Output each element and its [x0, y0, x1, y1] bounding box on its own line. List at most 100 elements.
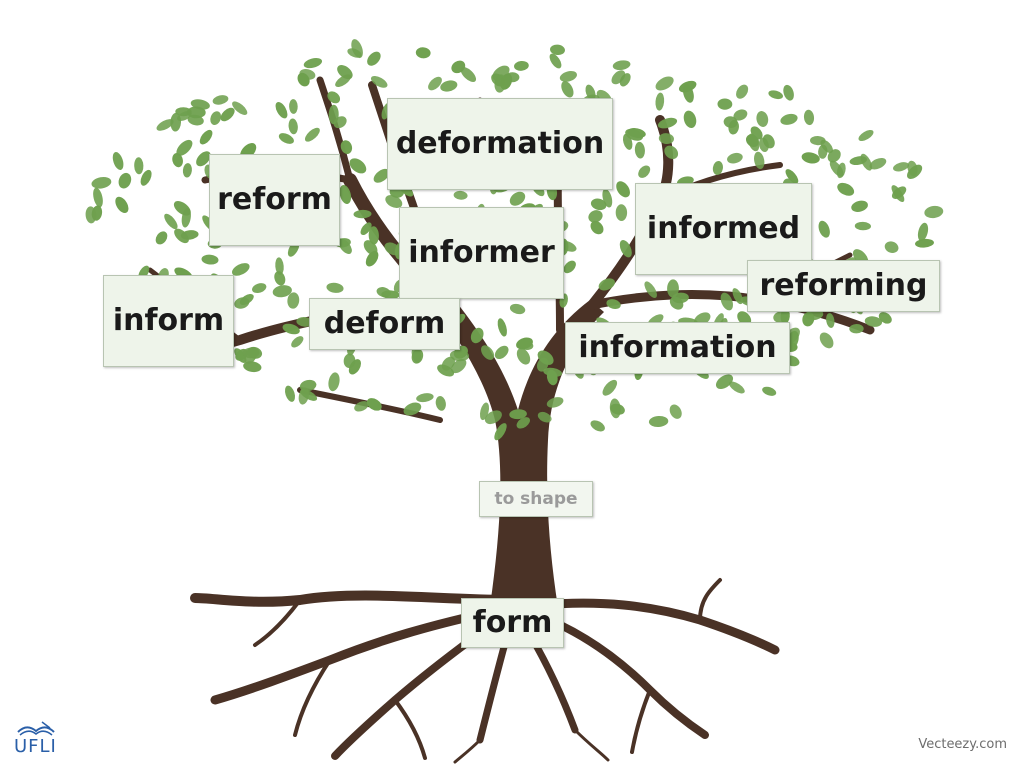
leaf	[368, 226, 379, 245]
leaf	[252, 283, 267, 294]
word-card-informer: informer	[399, 207, 564, 299]
logo-text: UFLI	[14, 736, 57, 757]
leaf	[655, 76, 674, 91]
leaf	[683, 110, 697, 129]
leaf	[453, 190, 468, 200]
leaf	[550, 44, 565, 56]
leaf	[627, 128, 646, 138]
leaf	[275, 102, 288, 119]
leaf	[658, 133, 674, 145]
leaf	[328, 104, 339, 125]
leaf	[836, 162, 846, 179]
leaf	[546, 369, 558, 386]
leaf	[272, 285, 292, 298]
leaf	[657, 117, 678, 129]
leaf	[878, 312, 892, 324]
leaf	[180, 230, 199, 240]
leaf	[85, 206, 97, 224]
leaf	[284, 385, 296, 402]
leaf	[282, 323, 300, 335]
leaf	[634, 141, 645, 159]
leaf	[727, 152, 743, 164]
leaf	[509, 191, 526, 206]
leaf	[559, 71, 577, 82]
leaf	[354, 401, 369, 412]
leaf	[416, 393, 434, 403]
leaf	[516, 417, 530, 429]
leaf	[891, 186, 907, 200]
leaf	[756, 111, 769, 127]
leaf	[893, 162, 909, 172]
leaf	[712, 160, 723, 176]
leaf	[803, 109, 815, 126]
leaf	[278, 133, 294, 144]
leaf	[190, 99, 210, 110]
leaf	[275, 257, 284, 275]
leaf	[381, 290, 400, 300]
leaf	[837, 182, 855, 196]
leaf	[780, 308, 790, 325]
leaf	[239, 293, 254, 306]
leaf	[612, 60, 631, 71]
leaf	[172, 153, 183, 168]
leaf	[366, 398, 382, 411]
image-credit: Vecteezy.com	[918, 737, 1007, 752]
leaf	[274, 271, 286, 286]
leaf	[291, 336, 304, 348]
leaf	[201, 254, 219, 265]
leaf	[187, 114, 204, 126]
leaf	[915, 238, 934, 248]
leaf	[118, 172, 132, 189]
leaf	[385, 195, 403, 208]
leaf	[750, 126, 763, 140]
leaf	[717, 98, 733, 110]
leaf	[563, 260, 576, 274]
leaf	[494, 423, 507, 441]
open-book-icon	[17, 721, 55, 736]
leaf	[497, 318, 507, 337]
leaf	[232, 263, 250, 276]
leaf	[590, 220, 604, 235]
word-card-reforming: reforming	[747, 260, 940, 312]
leaf	[212, 95, 229, 105]
leaf	[907, 160, 918, 177]
leaf	[810, 135, 826, 146]
leaf	[517, 340, 534, 350]
leaf	[669, 404, 682, 419]
leaf	[170, 112, 182, 132]
leaf	[715, 374, 734, 389]
leaf	[494, 345, 509, 360]
leaf	[644, 281, 657, 298]
leaf	[729, 381, 745, 394]
leaf	[360, 222, 372, 236]
leaf	[415, 47, 431, 59]
leaf	[484, 410, 502, 425]
leaf	[304, 127, 320, 142]
leaf	[602, 379, 618, 396]
leaf	[849, 323, 864, 334]
leaf	[428, 76, 442, 91]
leaf	[590, 420, 605, 432]
leaf	[479, 402, 490, 421]
leaf	[199, 129, 213, 145]
leaf	[537, 350, 554, 365]
leaf	[340, 140, 353, 154]
leaf	[588, 210, 603, 223]
leaf	[287, 292, 300, 309]
leaf	[440, 80, 458, 92]
leaf	[173, 201, 191, 216]
leaf	[858, 129, 874, 142]
leaf	[164, 213, 178, 230]
leaf	[112, 152, 124, 170]
leaf	[491, 73, 506, 87]
leaf	[590, 198, 607, 211]
leaf	[373, 168, 390, 183]
leaf	[754, 151, 765, 170]
leaf	[758, 137, 769, 153]
leaf	[615, 204, 628, 221]
leaf	[470, 327, 484, 344]
leaf	[611, 70, 626, 85]
leaf	[460, 66, 477, 83]
leaf	[648, 415, 669, 428]
leaf	[516, 348, 531, 365]
